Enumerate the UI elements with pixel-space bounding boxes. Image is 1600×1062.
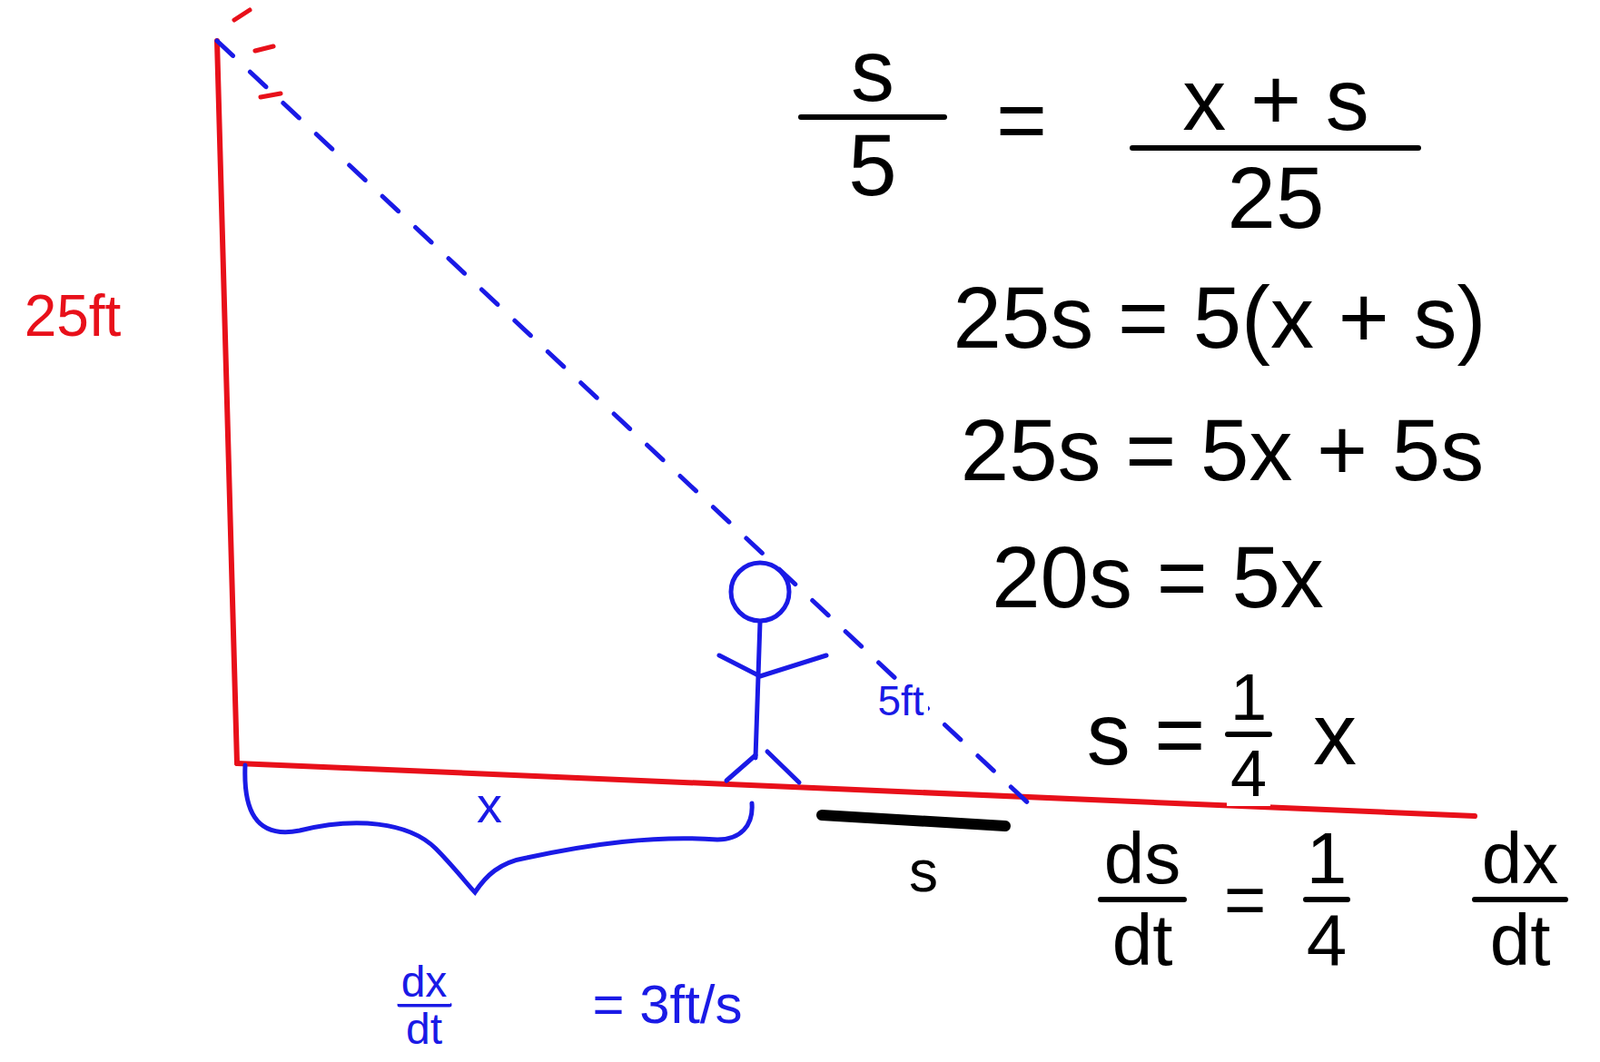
equals-sign: = <box>992 76 1051 164</box>
equation-line: 20s = 5x <box>987 533 1328 622</box>
light-beam <box>217 40 1037 811</box>
person-body <box>755 622 761 759</box>
brace <box>245 765 752 893</box>
equation-line: 25s = 5(x + s) <box>949 274 1491 362</box>
rate-value: = 3ft/s <box>588 977 746 1033</box>
fraction-bar <box>1132 145 1419 151</box>
fraction-numerator: x + s <box>1178 56 1373 144</box>
fraction-denominator: 4 <box>1226 740 1271 807</box>
shadow-label: s <box>905 842 942 901</box>
height-label: 25ft <box>20 286 126 346</box>
fraction-denominator: 25 <box>1224 154 1329 242</box>
fraction-numerator: s <box>847 27 899 115</box>
fraction-bar <box>1227 731 1270 738</box>
person-arms <box>719 655 827 677</box>
fraction-bar <box>800 114 945 120</box>
person-leg <box>767 751 800 783</box>
light-ray <box>234 9 250 20</box>
fraction-bar <box>1100 897 1185 903</box>
shadow-segment <box>821 815 1006 827</box>
equation-part: x <box>1309 691 1361 779</box>
derivative-denominator: dt <box>1108 904 1177 978</box>
light-ray <box>260 93 281 98</box>
fraction-bar <box>1305 897 1348 903</box>
derivative-numerator: ds <box>1100 822 1186 896</box>
fraction-bar <box>1474 897 1566 903</box>
derivative-denominator: dt <box>402 1007 446 1052</box>
distance-label: x <box>473 780 506 831</box>
fraction-numerator: 1 <box>1226 664 1271 731</box>
equation-line: 25s = 5x + 5s <box>957 406 1488 494</box>
lamp-post <box>217 40 238 764</box>
ground-line <box>237 763 1475 817</box>
person-leg <box>726 755 756 781</box>
height-label: 5ft <box>873 680 928 722</box>
person-head <box>730 562 790 622</box>
derivative-denominator: dt <box>1486 904 1555 978</box>
fraction-denominator: 4 <box>1303 904 1352 978</box>
fraction-denominator: 5 <box>844 121 900 209</box>
equation-part: s = <box>1083 691 1210 779</box>
derivative-numerator: dx <box>1478 822 1563 896</box>
fraction-numerator: 1 <box>1303 822 1352 896</box>
equals-sign: = <box>1220 863 1271 937</box>
derivative-numerator: dx <box>397 960 452 1005</box>
light-ray <box>255 46 274 51</box>
